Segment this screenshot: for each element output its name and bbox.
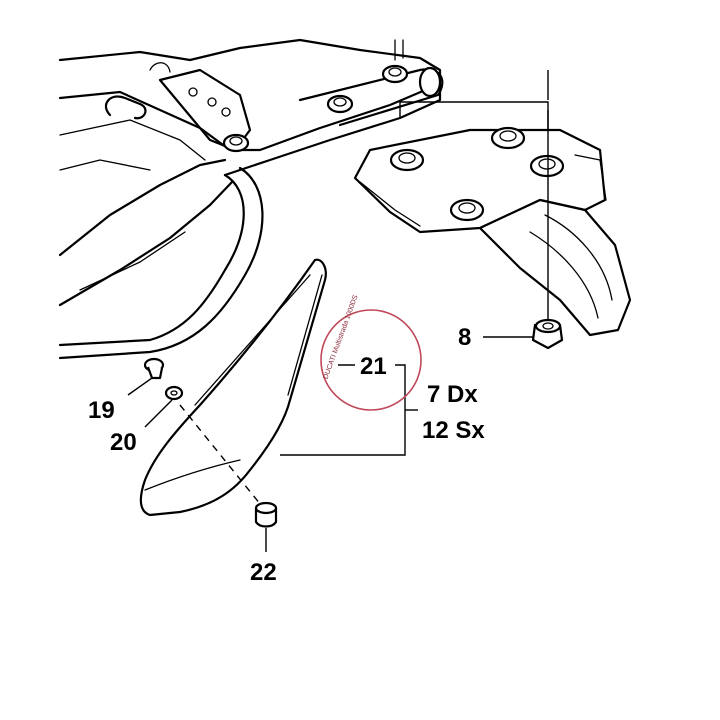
part-20-washer: [144, 385, 184, 428]
label-part-7-right: 7 Dx: [427, 381, 478, 408]
label-part-8: 8: [458, 324, 471, 351]
part-22-bush: [254, 501, 278, 552]
rear-mudguard-bracket: [353, 70, 632, 337]
label-leaders: [280, 364, 418, 456]
label-part-19: 19: [88, 397, 115, 424]
grommet-holes: [389, 126, 565, 222]
side-panel: [139, 258, 327, 517]
rear-subframe: [58, 38, 444, 360]
label-part-21: 21: [360, 353, 387, 380]
part-8-nut: [483, 318, 564, 350]
part-19-screw: [127, 357, 165, 396]
highlight-stamp: DUCATI Multistrada 1000DS: [320, 294, 422, 411]
watermark-text: DUCATI Multistrada 1000DS: [323, 294, 360, 380]
label-part-22: 22: [250, 559, 277, 586]
label-part-12-left: 12 Sx: [422, 417, 485, 444]
label-part-20: 20: [110, 429, 137, 456]
